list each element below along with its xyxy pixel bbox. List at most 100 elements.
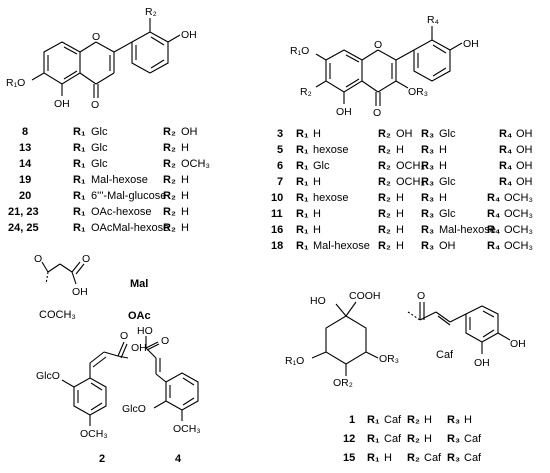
flavone-r1o: R₁O [6, 77, 25, 89]
flavone-row: 20 R₁ 6'''-Mal-glucose R₂ H [19, 190, 189, 202]
flavonol-row: 16 R₁ H R₂ H R₃ Mal-hexose R₄ OCH₃ [271, 224, 533, 236]
r1-value: Mal-hexose [313, 240, 370, 252]
compound-number: 8 [22, 126, 28, 138]
r2-label: R₂ [163, 158, 176, 170]
r2-value: H [396, 224, 404, 236]
quinic-row: 12 R₁ Caf R₂ H R₃ Caf [343, 433, 482, 445]
r2-label: R₂ [407, 452, 420, 464]
r3-label: R₃ [421, 224, 434, 236]
r4-label: R₄ [487, 224, 500, 236]
r4-label: R₄ [487, 192, 500, 204]
flavonol-row: 5 R₁ hexose R₂ H R₃ H R₄ OH [277, 144, 533, 156]
flavonol-structure [315, 26, 463, 106]
flavone-structure [31, 18, 181, 98]
quinic-ho: HO [310, 295, 326, 307]
r2-label: R₂ [163, 126, 176, 138]
compound-number: 20 [19, 190, 31, 202]
compound-4-structure [145, 336, 199, 421]
r2-label: R₂ [407, 414, 420, 426]
caf-oxygen: O [417, 290, 425, 302]
r2-label: R₂ [163, 142, 176, 154]
r3-label: R₃ [447, 414, 460, 426]
r2-label: R₂ [378, 224, 391, 236]
flavonol-keto-oxygen: O [373, 107, 381, 119]
flavonol-row: 3 R₁ H R₂ OH R₃ Glc R₄ OH [277, 128, 533, 140]
r1-value: Mal-hexose [91, 174, 148, 186]
r1-label: R₁ [296, 144, 309, 156]
r2-value: H [181, 222, 189, 234]
caffeoyl-structure [407, 302, 511, 354]
c4-och3: OCH₃ [173, 423, 201, 435]
r3-label: R₃ [421, 208, 434, 220]
quinic-row: 1 R₁ Caf R₂ H R₃ H [349, 414, 472, 426]
r1-label: R₁ [367, 433, 380, 445]
r1-value: Caf [384, 433, 402, 445]
r2-value: OCH₃ [181, 158, 210, 170]
r1-value: hexose [313, 192, 348, 204]
r2-value: H [396, 144, 404, 156]
r1-value: hexose [313, 144, 348, 156]
r1-value: H [313, 224, 321, 236]
compound-2-structure [61, 341, 129, 426]
flavonol-oh-bottom: OH [336, 106, 352, 118]
r1-value: H [313, 208, 321, 220]
r1-value: Glc [313, 160, 330, 172]
r3-value: H [439, 192, 447, 204]
r1-label: R₁ [73, 190, 86, 202]
compound-number: 16 [271, 224, 283, 236]
r1-value: Glc [91, 126, 108, 138]
r1-label: R₁ [73, 158, 86, 170]
r1-value: OAcMal-hexose [91, 222, 169, 234]
compound-number: 15 [343, 452, 355, 464]
r2-value: H [181, 190, 189, 202]
r1-value: 6'''-Mal-glucose [91, 190, 166, 202]
r2-value: OH [396, 128, 413, 140]
r3-value: Caf [464, 452, 482, 464]
r2-label: R₂ [378, 176, 391, 188]
oac-label: OAc [128, 310, 151, 322]
quinic-or3: OR₃ [379, 353, 399, 365]
r2-label: R₂ [163, 174, 176, 186]
compound-2-label: 2 [99, 453, 105, 465]
r1-label: R₁ [73, 222, 86, 234]
r3-label: R₃ [447, 452, 460, 464]
r1-label: R₁ [73, 174, 86, 186]
flavonol-r2: R₂ [300, 86, 312, 98]
r3-label: R₃ [421, 240, 434, 252]
flavonol-table: 3 R₁ H R₂ OH R₃ Glc R₄ OH 5 R₁ hexose R₂… [271, 128, 533, 252]
r4-value: OCH₃ [504, 224, 533, 236]
r4-value: OCH₃ [504, 208, 533, 220]
r2-value: H [396, 240, 404, 252]
r1-label: R₁ [296, 176, 309, 188]
r1-label: R₁ [296, 240, 309, 252]
compound-number: 5 [277, 144, 283, 156]
r3-label: R₃ [421, 144, 434, 156]
c4-glco: GlcO [122, 403, 146, 415]
r1-label: R₁ [296, 160, 309, 172]
flavone-row: 8 R₁ Glc R₂ OH [22, 126, 198, 138]
compound-number: 21, 23 [8, 206, 39, 218]
flavonol-row: 7 R₁ H R₂ OCH₃ R₃ Glc R₄ OH [277, 176, 533, 188]
r2-label: R₂ [378, 144, 391, 156]
r3-label: R₃ [447, 433, 460, 445]
compound-number: 11 [271, 208, 283, 220]
r2-label: R₂ [378, 160, 391, 172]
flavone-row: 21, 23 R₁ OAc-hexose R₂ H [8, 206, 189, 218]
r3-label: R₃ [421, 128, 434, 140]
r1-label: R₁ [73, 142, 86, 154]
r1-value: H [313, 128, 321, 140]
flavonol-oh-right: OH [463, 38, 479, 50]
flavone-row: 14 R₁ Glc R₂ OCH₃ [19, 158, 210, 170]
r2-value: H [181, 206, 189, 218]
r1-label: R₁ [73, 206, 86, 218]
flavonol-row: 18 R₁ Mal-hexose R₂ H R₃ OH R₄ OCH₃ [271, 240, 533, 252]
r4-label: R₄ [487, 240, 500, 252]
flavone-ring-oxygen: O [92, 31, 100, 43]
compound-number: 6 [277, 160, 283, 172]
flavone-row: 19 R₁ Mal-hexose R₂ H [19, 174, 189, 186]
caf-oh-right: OH [510, 338, 526, 350]
r2-label: R₂ [378, 240, 391, 252]
r3-label: R₃ [421, 160, 434, 172]
c4-oxygen: O [161, 335, 169, 347]
